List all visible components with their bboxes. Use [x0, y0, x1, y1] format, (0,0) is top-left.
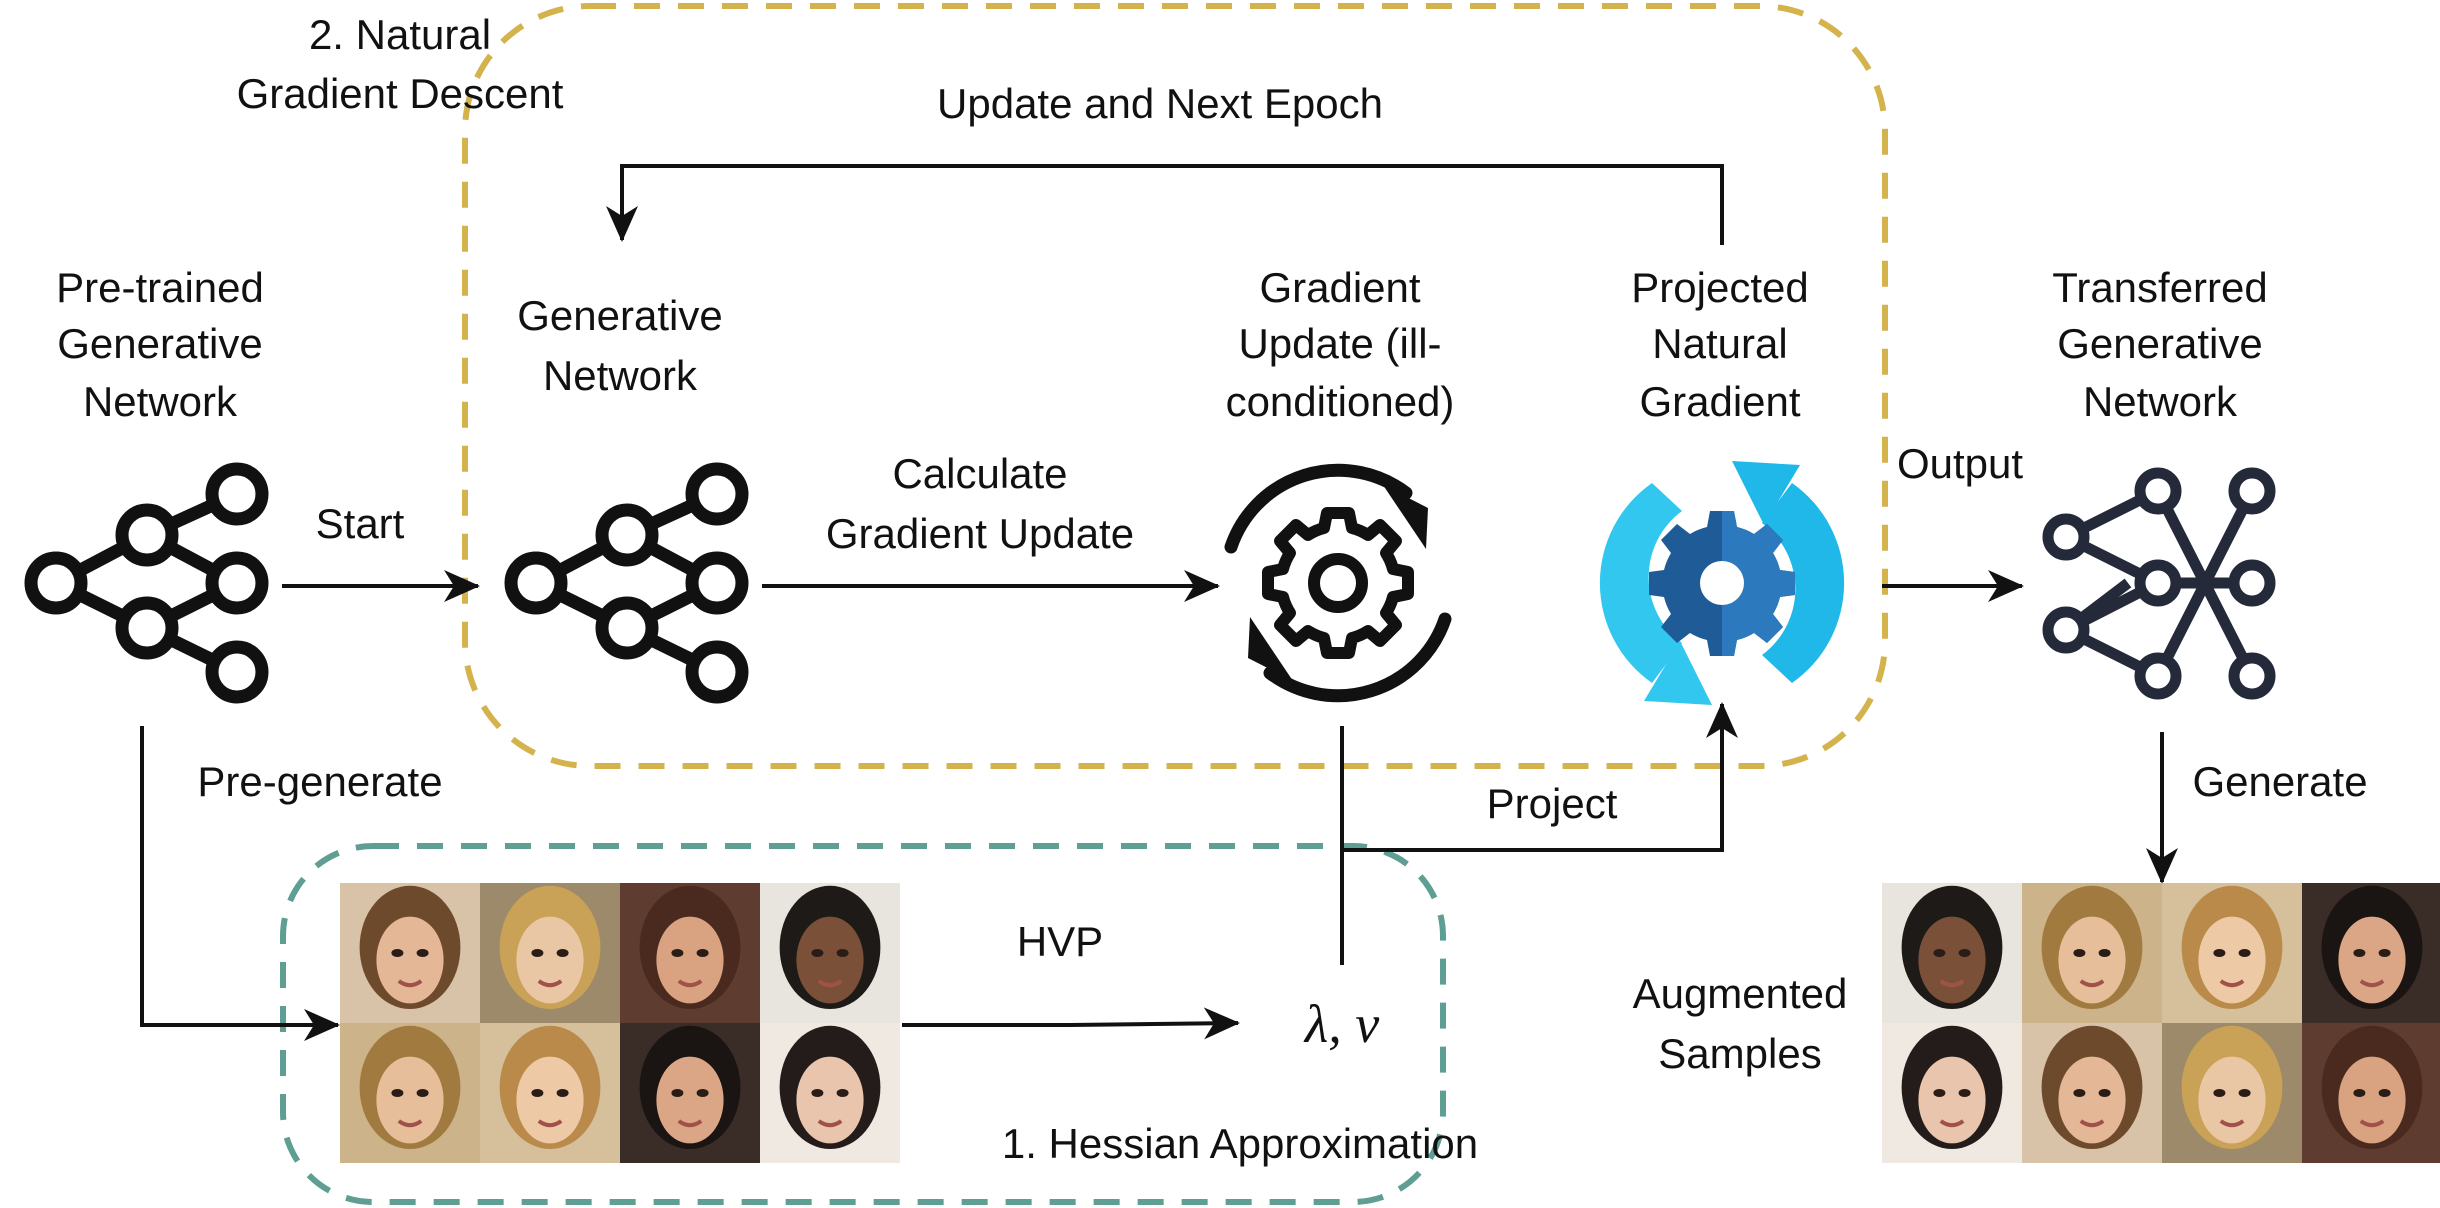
- transferred-label-line1: Transferred: [2052, 264, 2268, 311]
- natural-gradient-region: [462, 3, 1888, 769]
- edge-label-output: Output: [1897, 440, 2023, 487]
- face-photo-thumbnail: [2162, 883, 2302, 1023]
- face-photo-thumbnail: [2302, 883, 2440, 1023]
- edge-label-hvp: HVP: [1017, 918, 1103, 965]
- edge-label-start: Start: [316, 500, 405, 547]
- augmented-label-line1: Augmented: [1633, 970, 1848, 1017]
- neural-network-icon: [504, 462, 749, 704]
- edge-label-calculate-line2: Gradient Update: [826, 510, 1134, 557]
- face-photo-thumbnail: [2022, 883, 2162, 1023]
- edge-label-calculate-line1: Calculate: [892, 450, 1067, 497]
- gradient-update-label-line1: Gradient: [1259, 264, 1420, 311]
- edge-label-project: Project: [1487, 780, 1618, 827]
- face-photo-thumbnail: [760, 883, 900, 1023]
- transferred-label-line3: Network: [2083, 378, 2238, 425]
- gradient-update-label-line2: Update (ill-: [1238, 320, 1441, 367]
- crossed-network-icon: [2042, 467, 2276, 700]
- augmented-samples-label: Augmented Samples: [1633, 970, 1848, 1077]
- edge-hvp: [902, 1007, 1240, 1040]
- edge-update-next-epoch: [606, 164, 1724, 245]
- generative-network-label: Generative Network: [517, 292, 722, 399]
- face-photo-thumbnail: [340, 883, 480, 1023]
- face-photo-thumbnail: [480, 1023, 620, 1163]
- face-photo-thumbnail: [2302, 1023, 2440, 1163]
- projected-label-line2: Natural: [1652, 320, 1787, 367]
- face-photo-thumbnail: [480, 883, 620, 1023]
- projected-label-line3: Gradient: [1639, 378, 1800, 425]
- face-photo-thumbnail: [620, 883, 760, 1023]
- edge-label-generate: Generate: [2192, 758, 2367, 805]
- face-photo-thumbnail: [620, 1023, 760, 1163]
- pretrained-network-label: Pre-trained Generative Network: [56, 264, 264, 425]
- transferred-label-line2: Generative: [2057, 320, 2262, 367]
- natural-gradient-region-label-line1: 2. Natural: [309, 11, 491, 58]
- lambda-v-label: λ, v: [1303, 994, 1379, 1054]
- pretrained-label-line3: Network: [83, 378, 238, 425]
- pretrained-label-line1: Pre-trained: [56, 264, 264, 311]
- face-photo-thumbnail: [2022, 1023, 2162, 1163]
- hessian-region-label: 1. Hessian Approximation: [1002, 1120, 1478, 1167]
- generative-label-line2: Network: [543, 352, 698, 399]
- face-photo-thumbnail: [1882, 1023, 2022, 1163]
- augmented-samples-grid: [1882, 883, 2440, 1163]
- face-photo-thumbnail: [2162, 1023, 2302, 1163]
- neural-network-icon: [24, 462, 269, 704]
- face-photo-thumbnail: [1882, 883, 2022, 1023]
- edge-label-update-next-epoch: Update and Next Epoch: [937, 80, 1383, 127]
- edges: [140, 164, 2178, 1041]
- blue-gear-sync-icon: [1599, 461, 1845, 705]
- transferred-network-label: Transferred Generative Network: [2052, 264, 2268, 425]
- face-photo-thumbnail: [760, 1023, 900, 1163]
- edge-project: [1342, 702, 1738, 852]
- natural-gradient-region-label-line2: Gradient Descent: [237, 70, 564, 117]
- augmented-label-line2: Samples: [1658, 1030, 1821, 1077]
- generative-label-line1: Generative: [517, 292, 722, 339]
- face-photo-thumbnail: [340, 1023, 480, 1163]
- gradient-update-label-line3: conditioned): [1226, 378, 1455, 425]
- projected-label-line1: Projected: [1631, 264, 1808, 311]
- edge-label-pre-generate: Pre-generate: [197, 758, 442, 805]
- gear-refresh-icon: [1224, 463, 1452, 703]
- projected-gradient-label: Projected Natural Gradient: [1631, 264, 1808, 425]
- gradient-update-label: Gradient Update (ill- conditioned): [1226, 264, 1455, 425]
- pre-generated-samples-grid: [340, 883, 900, 1163]
- pretrained-label-line2: Generative: [57, 320, 262, 367]
- edge-pre-generate: [140, 726, 340, 1041]
